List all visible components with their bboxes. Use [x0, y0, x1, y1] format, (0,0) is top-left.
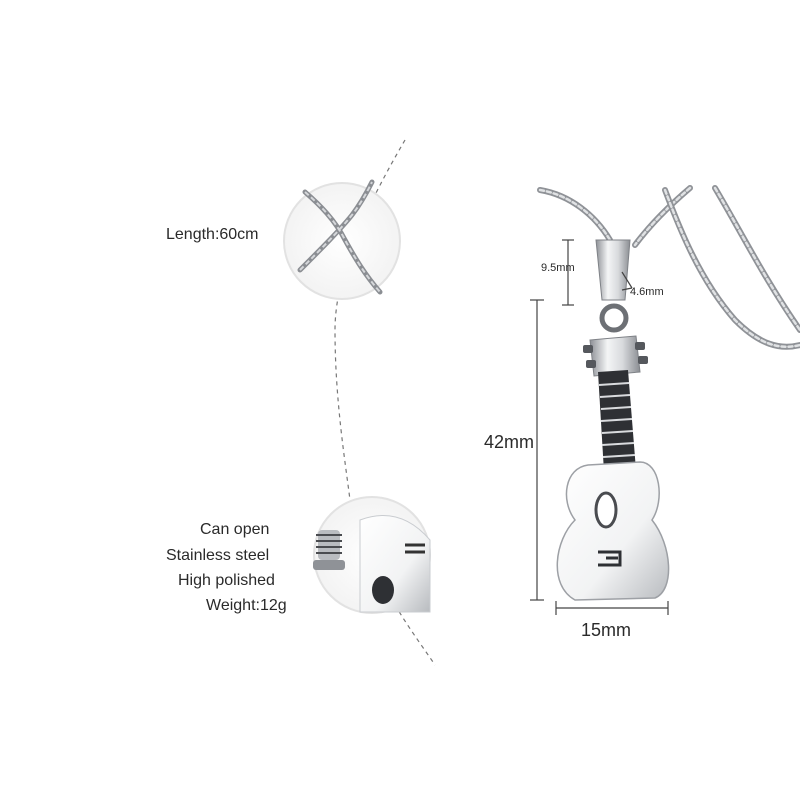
dashed-guide-line-lower [394, 604, 436, 666]
screw-closeup-icon [313, 496, 431, 614]
weight-label: Weight:12g [206, 597, 287, 614]
necklace-chain [537, 185, 800, 350]
pendant-height-label: 42mm [484, 432, 535, 452]
dimension-lines [530, 239, 669, 615]
pendant-width-label: 15mm [581, 620, 632, 640]
chain-closeup-icon [283, 179, 401, 300]
dashed-guide-line [334, 139, 406, 501]
finish-label: High polished [178, 572, 275, 589]
length-label: Length:60cm [166, 226, 259, 243]
can-open-label: Can open [200, 521, 270, 538]
bail-width-label: 4.6mm [630, 286, 664, 298]
material-label: Stainless steel [166, 547, 270, 564]
bail-height-label: 9.5mm [541, 262, 575, 274]
guitar-pendant-icon [556, 239, 670, 601]
